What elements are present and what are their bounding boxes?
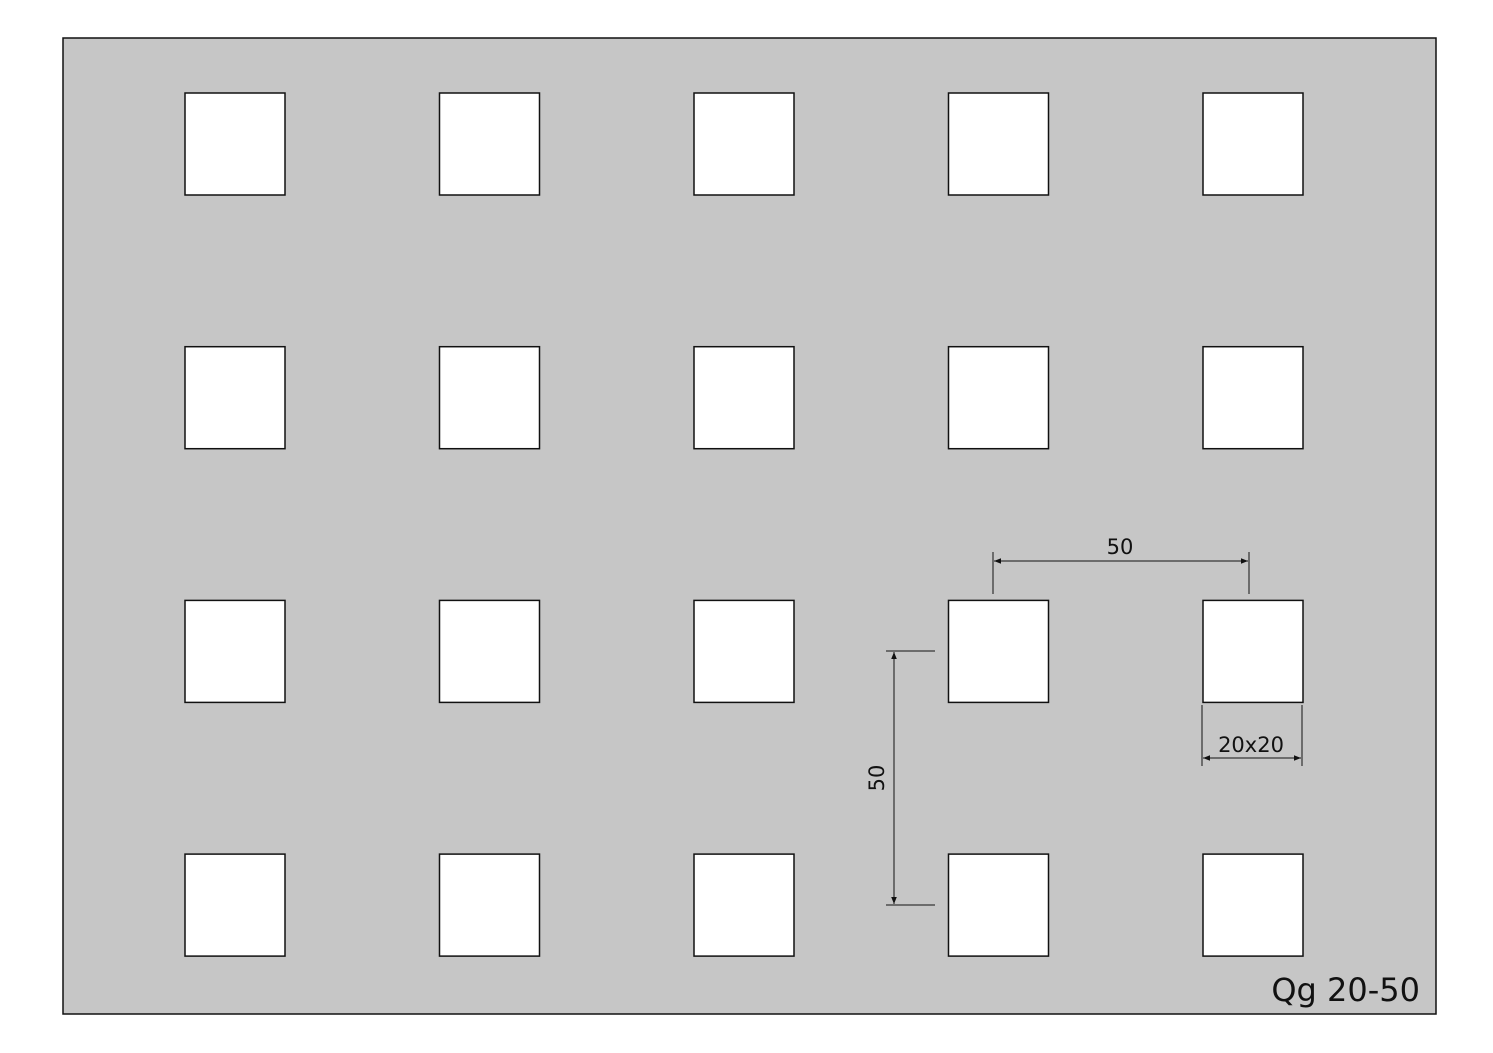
square-hole [947,599,1050,704]
square-hole [438,853,541,957]
vertical-pitch-dimension: 50 [865,650,935,906]
horizontal-pitch-label: 50 [1107,535,1134,559]
square-hole [1202,599,1304,704]
product-code: Qg 20-50 [1271,971,1420,1009]
square-hole [947,92,1050,196]
square-hole [947,345,1050,450]
square-hole [1202,92,1304,196]
square-hole [438,345,541,450]
square-hole [184,92,286,196]
square-hole [1202,345,1304,450]
horizontal-pitch-dimension: 50 [992,535,1250,594]
square-hole [438,92,541,196]
hole-size-label: 20x20 [1218,733,1284,757]
square-hole [184,599,286,704]
square-hole [947,853,1050,957]
square-hole [184,345,286,450]
square-hole [438,599,541,704]
square-hole [1202,853,1304,957]
square-hole [693,92,795,196]
square-hole [693,853,795,957]
square-hole [693,599,795,704]
hole-grid [184,92,1304,957]
square-hole [184,853,286,957]
plate [62,37,1437,1015]
square-hole [693,345,795,450]
vertical-pitch-label: 50 [865,765,889,792]
hole-size-dimension: 20x20 [1201,705,1303,766]
